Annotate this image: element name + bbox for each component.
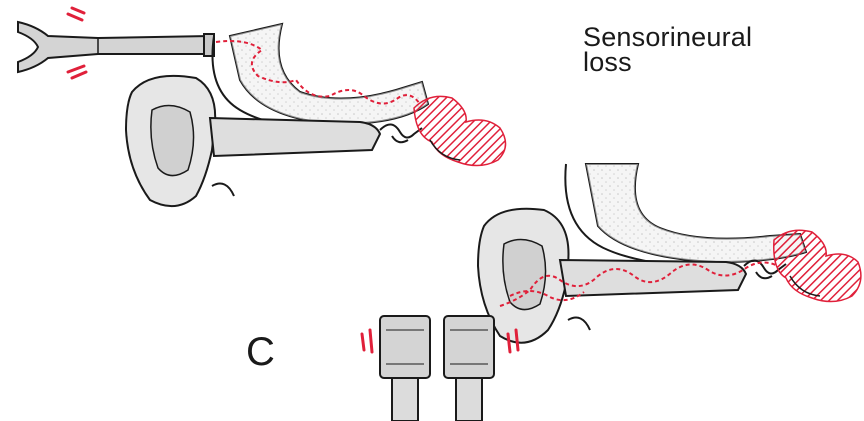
panel-label: C — [246, 332, 275, 372]
bone-conductor-headphones-icon — [380, 316, 494, 421]
lower-ear-scene — [362, 164, 861, 421]
skull-bone — [212, 24, 428, 132]
cochlea-upper — [414, 96, 506, 165]
title-line-2: loss — [583, 49, 632, 75]
upper-ear-scene — [18, 8, 506, 206]
ossicles-upper — [380, 124, 422, 142]
tuning-fork-icon — [18, 22, 214, 72]
cochlea-lower — [774, 230, 861, 301]
skull-bone-lower — [565, 164, 806, 270]
